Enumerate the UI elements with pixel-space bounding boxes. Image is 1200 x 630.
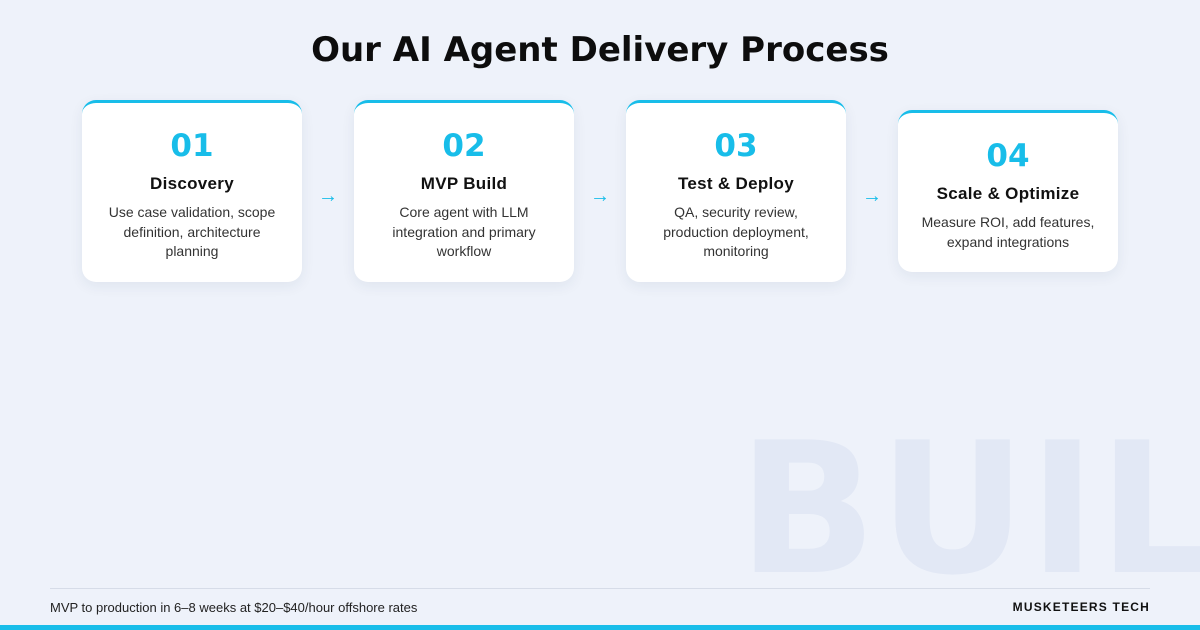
step-number: 04 (986, 138, 1030, 174)
watermark-text: BUILD (738, 403, 1200, 615)
step-number: 02 (442, 128, 486, 164)
step-title: Discovery (150, 174, 234, 193)
footer-tagline: MVP to production in 6–8 weeks at $20–$4… (50, 600, 418, 615)
bottom-accent-bar (0, 625, 1200, 630)
arrow-right-icon: → (318, 185, 338, 207)
step-card-mvp-build: 02 MVP Build Core agent with LLM integra… (354, 100, 574, 282)
page-title: Our AI Agent Delivery Process (311, 30, 889, 70)
step-card-scale-optimize: 04 Scale & Optimize Measure ROI, add fea… (898, 110, 1118, 272)
step-card-discovery: 01 Discovery Use case validation, scope … (82, 100, 302, 282)
footer-divider (50, 588, 1150, 589)
step-card-test-deploy: 03 Test & Deploy QA, security review, pr… (626, 100, 846, 282)
step-description: Measure ROI, add features, expand integr… (921, 214, 1095, 250)
step-description: Use case validation, scope definition, a… (108, 204, 276, 259)
step-description: QA, security review, production deployme… (663, 204, 809, 259)
brand-name: MUSKETEERS TECH (1012, 600, 1150, 614)
arrow-right-icon: → (862, 185, 882, 207)
step-number: 01 (170, 128, 214, 164)
step-title: Test & Deploy (678, 174, 794, 193)
step-description: Core agent with LLM integration and prim… (392, 204, 536, 259)
step-title: Scale & Optimize (936, 184, 1080, 203)
step-title: MVP Build (420, 174, 508, 193)
step-number: 03 (714, 128, 758, 164)
arrow-right-icon: → (590, 185, 610, 207)
